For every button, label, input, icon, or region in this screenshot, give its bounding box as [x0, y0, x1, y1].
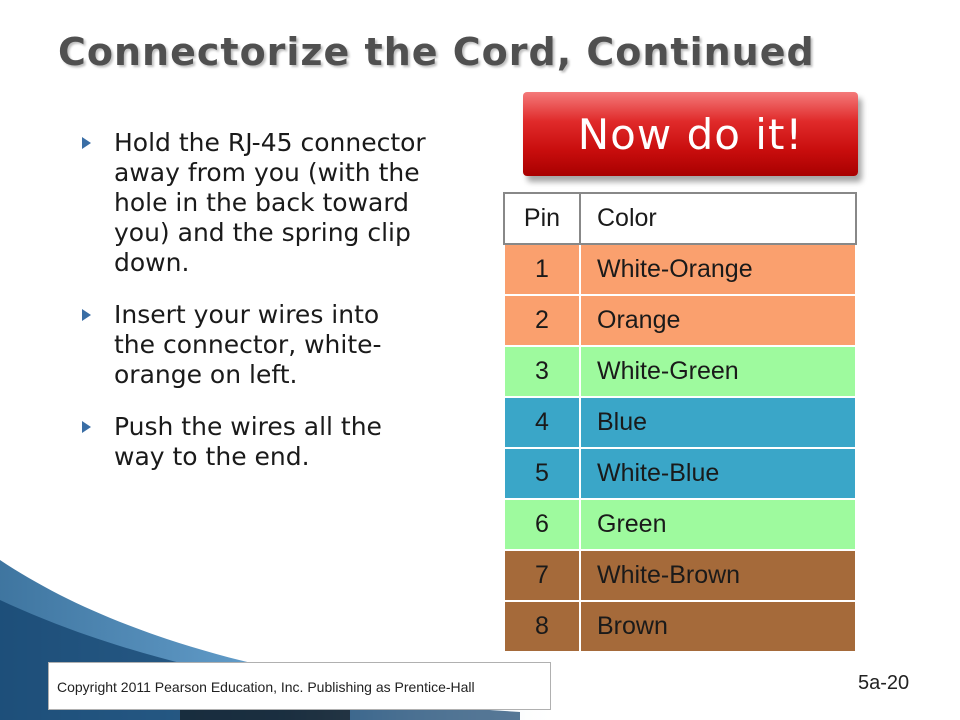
- wire-color-cell: White-Blue: [579, 447, 857, 500]
- bullet-text: Hold the RJ-45 connector away from you (…: [114, 128, 426, 277]
- wire-color-cell: Orange: [579, 294, 857, 347]
- table-header-row: Pin Color: [503, 192, 857, 245]
- bullet-item: Insert your wires into the connector, wh…: [82, 300, 427, 390]
- bullet-text: Insert your wires into the connector, wh…: [114, 300, 382, 389]
- pin-number-cell: 2: [503, 294, 581, 347]
- bullet-item: Push the wires all the way to the end.: [82, 412, 427, 472]
- pin-number-cell: 8: [503, 600, 581, 653]
- slide-number: 5a-20: [858, 672, 910, 694]
- wire-color-cell: Blue: [579, 396, 857, 449]
- wire-color-cell: White-Brown: [579, 549, 857, 602]
- pin-number-cell: 4: [503, 396, 581, 449]
- bullet-list: Hold the RJ-45 connector away from you (…: [82, 128, 427, 494]
- pin-number-cell: 7: [503, 549, 581, 602]
- pin-number-cell: 1: [503, 243, 581, 296]
- arrow-bullet-icon: [82, 309, 91, 321]
- wire-color-cell: White-Green: [579, 345, 857, 398]
- wire-color-cell: White-Orange: [579, 243, 857, 296]
- copyright-footer: Copyright 2011 Pearson Education, Inc. P…: [48, 662, 551, 710]
- pin-number-cell: 6: [503, 498, 581, 551]
- now-do-it-button[interactable]: Now do it!: [523, 92, 858, 176]
- arrow-bullet-icon: [82, 137, 91, 149]
- bullet-text: Push the wires all the way to the end.: [114, 412, 382, 471]
- wire-color-cell: Green: [579, 498, 857, 551]
- pin-number-cell: 5: [503, 447, 581, 500]
- page-title: Connectorize the Cord, Continued: [58, 30, 815, 74]
- header-color: Color: [579, 192, 857, 245]
- wire-color-cell: Brown: [579, 600, 857, 653]
- bullet-item: Hold the RJ-45 connector away from you (…: [82, 128, 427, 278]
- arrow-bullet-icon: [82, 421, 91, 433]
- pin-number-cell: 3: [503, 345, 581, 398]
- header-pin: Pin: [503, 192, 581, 245]
